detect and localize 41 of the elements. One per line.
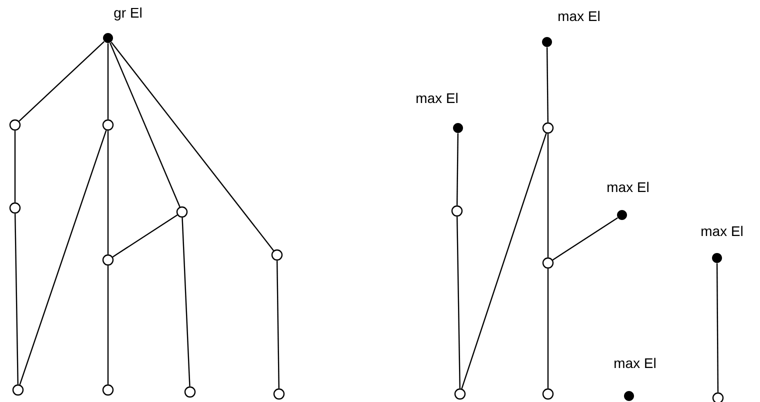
open-circle (9, 202, 21, 214)
node-label: max El (702, 226, 742, 236)
node-label: max El (614, 358, 656, 368)
open-circle (12, 384, 24, 396)
node-label: max El (608, 182, 648, 192)
open-circle (271, 249, 283, 261)
connector-line (19, 130, 107, 385)
connector-line (547, 268, 549, 388)
open-circle (102, 254, 114, 266)
connector-line (276, 260, 280, 388)
open-circle (102, 384, 114, 396)
node-label: max El (416, 92, 458, 104)
connector-line (547, 134, 549, 258)
connector-line (456, 216, 461, 388)
connector-line (110, 42, 180, 208)
connector-line (18, 41, 105, 122)
node-label: max El (558, 10, 600, 22)
connector-line (461, 133, 547, 389)
connector-line (14, 130, 16, 202)
open-circle (273, 388, 285, 400)
connector-line (182, 218, 190, 386)
open-circle (542, 122, 554, 134)
open-circle (451, 205, 463, 217)
connector-line (552, 217, 618, 260)
connector-line (546, 47, 549, 122)
open-circle (184, 386, 196, 398)
connector-line (14, 214, 19, 384)
connector-line (112, 214, 178, 258)
connector-line (716, 263, 719, 392)
open-circle (102, 119, 114, 131)
connector-line (456, 133, 459, 206)
open-circle (176, 206, 188, 218)
open-circle (542, 388, 554, 400)
open-circle (9, 119, 21, 131)
connector-line (107, 43, 109, 120)
open-circle (542, 257, 554, 269)
connector-line (110, 42, 274, 251)
connector-line (107, 130, 109, 254)
node-label: gr El (114, 7, 142, 21)
connector-line (107, 266, 109, 384)
open-circle (454, 388, 466, 400)
